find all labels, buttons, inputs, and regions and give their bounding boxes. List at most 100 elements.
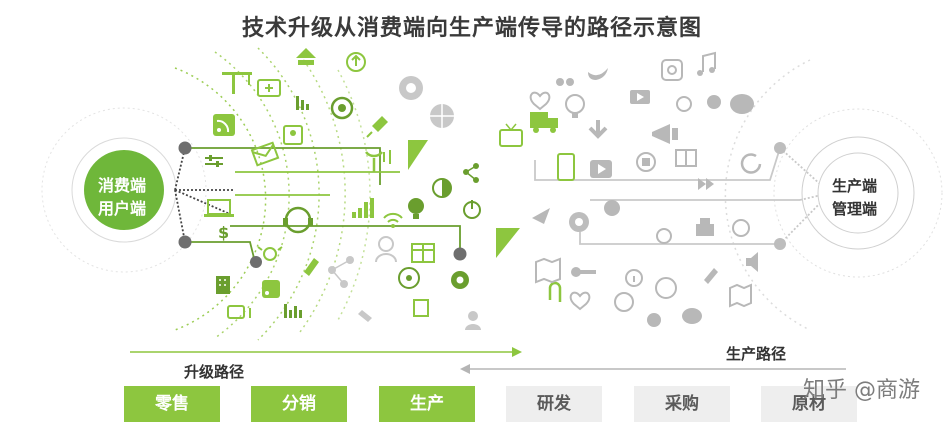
vine-icon	[647, 313, 661, 327]
play-icon	[590, 160, 612, 178]
gift-grey-icon	[675, 149, 697, 167]
map-grey-icon	[729, 283, 752, 308]
stage-production: 生产	[379, 386, 475, 422]
consumer-node-label-2: 用户端	[98, 199, 147, 218]
video-icon	[630, 90, 650, 104]
power-icon	[463, 200, 481, 219]
stage-rnd: 研发	[506, 386, 602, 422]
upgrade-path-arrow	[130, 347, 522, 357]
rss-icon	[213, 114, 235, 136]
location-grey-icon	[569, 212, 589, 232]
headset-icon	[283, 206, 313, 234]
watermark: 知乎 @商游	[803, 378, 920, 403]
diagram-title: 技术升级从消费端向生产端传导的路径示意图	[241, 16, 702, 41]
wifi-icon	[383, 212, 403, 228]
megaphone-icon	[652, 124, 678, 144]
vimeo-icon	[604, 200, 620, 216]
globe-grey-icon-2	[655, 277, 677, 299]
forward-icon	[698, 178, 714, 190]
link-icon	[227, 305, 251, 319]
user-small-icon	[465, 311, 481, 330]
pinterest-icon	[707, 95, 721, 109]
crane-icon	[222, 72, 252, 94]
attach-icon	[548, 281, 562, 302]
plane-icon	[532, 208, 550, 224]
map-icon	[535, 257, 561, 284]
producer-node-label-2: 管理端	[832, 200, 878, 218]
producer-node-circle	[817, 152, 899, 234]
stairs-icon-2	[496, 228, 520, 258]
key-icon	[571, 267, 596, 277]
bug-icon	[257, 246, 283, 261]
antenna-icon	[365, 150, 391, 172]
glasses-icon	[556, 78, 574, 86]
flag-icon	[413, 299, 429, 317]
svg-text:$: $	[218, 223, 229, 242]
arrow-down-icon	[588, 120, 608, 139]
print-icon	[696, 218, 714, 236]
production-path-label: 生产路径	[726, 345, 787, 363]
volume-icon	[746, 252, 758, 272]
location-pin-grey-icon	[732, 219, 750, 237]
info-icon	[625, 269, 643, 287]
brush-icon	[358, 310, 372, 322]
gear-green-icon	[451, 271, 469, 289]
chat-icon	[730, 94, 754, 114]
connection-nodes-right	[571, 142, 786, 250]
refresh-icon	[740, 153, 762, 174]
chat-grey-icon	[682, 308, 702, 324]
id-card-icon	[283, 125, 303, 145]
tv-icon	[499, 123, 523, 147]
location-icon	[398, 267, 420, 289]
basketball-icon	[656, 228, 672, 244]
upgrade-path-label: 升级路径	[184, 363, 245, 381]
laptop-icon	[204, 199, 234, 217]
dollar-bars-icon	[296, 96, 309, 110]
mail-icon	[250, 141, 280, 167]
sliders-icon	[205, 155, 223, 167]
producer-icons	[529, 51, 762, 327]
bulb-icon	[408, 198, 424, 219]
stage-retail: 零售	[124, 386, 220, 422]
stop-icon	[636, 152, 656, 172]
connection-nodes-left	[178, 141, 467, 268]
production-path-arrow	[460, 364, 846, 374]
stage-raw-materials: 原材	[761, 386, 857, 422]
consumer-icons: $	[204, 48, 481, 330]
contrast-icon	[432, 178, 452, 198]
bars-icon	[284, 304, 302, 318]
medkit-icon	[257, 79, 281, 97]
stairs-icon	[408, 140, 428, 170]
gear-grey-icon	[399, 76, 423, 100]
soccer-icon	[614, 292, 634, 312]
stage-distribution: 分销	[251, 386, 347, 422]
gift-icon	[411, 243, 435, 263]
upgrade-connections	[174, 147, 461, 263]
transition-icons	[496, 112, 589, 302]
pen-icon	[304, 258, 319, 276]
rss-icon-2	[262, 280, 280, 298]
consumer-node-circle	[84, 150, 164, 230]
consumer-node-label-1: 消费端	[98, 176, 147, 195]
pin-icon	[366, 116, 388, 138]
truck-icon	[530, 112, 558, 133]
share-icon	[463, 163, 479, 183]
heart-grey-icon	[569, 291, 591, 311]
pen-grey-icon	[704, 268, 718, 284]
globe-icon	[430, 104, 454, 128]
stage-procurement: 采购	[634, 386, 730, 422]
instagram-icon	[661, 59, 683, 81]
target-ring-icon	[330, 96, 354, 120]
twitter-icon	[588, 68, 608, 80]
building-icon	[216, 276, 230, 294]
target-icon	[346, 52, 366, 72]
bulb-grey-icon	[565, 94, 585, 118]
upload-icon	[296, 48, 316, 65]
music-icon	[697, 51, 716, 76]
globe-grey-icon	[676, 96, 692, 112]
mobile-icon	[557, 153, 575, 181]
heart-icon	[529, 91, 551, 111]
user-icon	[375, 236, 397, 263]
producer-rings	[724, 59, 943, 331]
